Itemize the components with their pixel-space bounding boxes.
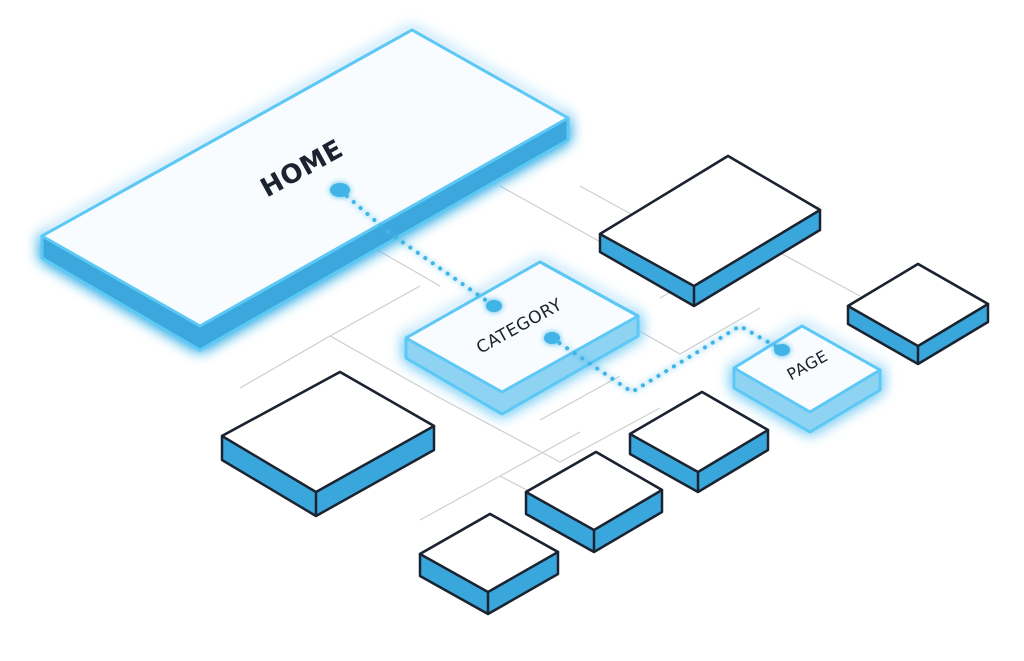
block-middle (524, 450, 664, 554)
block-bottom (418, 512, 560, 616)
category-node: CATEGORY (404, 260, 640, 416)
page-dot (774, 344, 790, 356)
connector-dots (330, 183, 790, 356)
connector-category-page (550, 323, 784, 395)
block-middle-right (628, 390, 770, 494)
category-dot-out (544, 332, 560, 344)
block-far-right (846, 262, 990, 366)
category-dot-in (486, 300, 502, 312)
home-node: HOME (40, 28, 570, 352)
connector-home-category (338, 188, 496, 308)
home-dot (330, 183, 350, 197)
page-node: PAGE (732, 324, 882, 434)
block-top-right (598, 154, 822, 308)
block-left (220, 370, 436, 518)
